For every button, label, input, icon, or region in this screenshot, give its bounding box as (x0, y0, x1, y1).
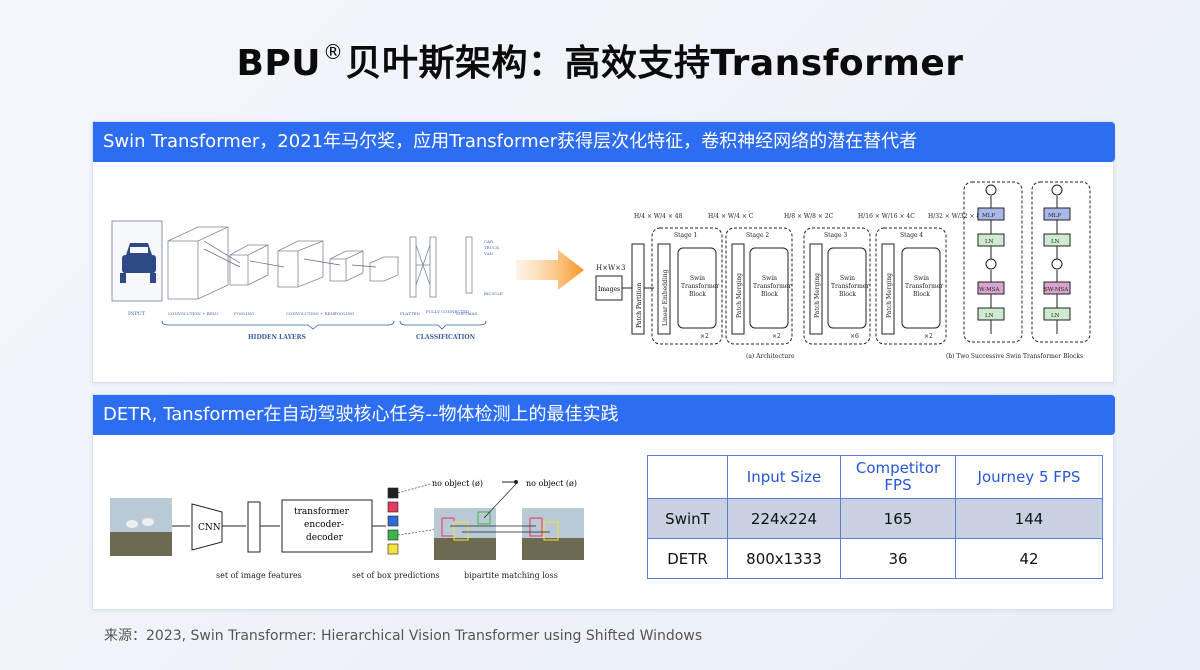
hidden-layers-label: HIDDEN LAYERS (248, 334, 306, 341)
table-row: SwinT 224x224 165 144 (647, 498, 1103, 539)
cnn-class-label: CAR (484, 239, 494, 244)
ln-label: LN (1051, 313, 1060, 319)
fps-comparison-table: Input Size Competitor FPS Journey 5 FPS … (647, 455, 1103, 579)
repeat-label: ×2 (700, 333, 709, 340)
repeat-label: ×2 (924, 333, 933, 340)
stage-label: Stage 2 (746, 232, 769, 239)
stage-label: Stage 4 (900, 232, 923, 239)
cnn-class-label: BICYCLE (484, 291, 503, 296)
table-cell: SwinT (647, 498, 728, 539)
mlp-label: MLP (982, 213, 995, 219)
svg-text:Transformer: Transformer (905, 283, 943, 290)
patch-merging-label: Patch Merging (736, 273, 743, 318)
cnn-diagram: INPUT CONVOLUTION + RELU POOLING CONVOLU… (111, 220, 503, 341)
mlp-label: MLP (1048, 213, 1061, 219)
ln-label: LN (1051, 239, 1060, 245)
stage-label: Stage 1 (674, 232, 697, 239)
input-dims-label: H×W×3 (596, 264, 625, 272)
svg-text:Swin: Swin (840, 275, 855, 282)
table-header-cell (647, 455, 728, 499)
svg-text:encoder-: encoder- (304, 520, 344, 530)
svg-text:Transformer: Transformer (831, 283, 869, 290)
table-cell: 165 (840, 498, 956, 539)
svg-text:Block: Block (913, 291, 930, 298)
svg-text:Transformer: Transformer (753, 283, 791, 290)
table-cell: 144 (955, 498, 1103, 539)
detr-diagram: CNN transformer encoder- decoder no obje… (110, 479, 584, 580)
table-header-row: Input Size Competitor FPS Journey 5 FPS (647, 455, 1103, 499)
cnn-class-label: VAN (483, 251, 494, 256)
patch-merging-label: Patch Merging (814, 273, 821, 318)
dim-label: H/8 × W/8 × 2C (784, 213, 834, 220)
dim-label: H/32 × W/32 × 8C (928, 213, 985, 220)
table-row: DETR 800x1333 36 42 (647, 538, 1103, 579)
ln-label: LN (985, 239, 994, 245)
svg-text:Block: Block (689, 291, 706, 298)
page-title: BPU®贝叶斯架构：高效支持Transformer (236, 40, 964, 84)
ln-label: LN (985, 313, 994, 319)
wmsa-label: W-MSA (979, 287, 1001, 293)
svg-text:Swin: Swin (914, 275, 929, 282)
svg-text:Block: Block (761, 291, 778, 298)
cnn-class-label: TRUCK (484, 245, 500, 250)
cnn-layer-label: POOLING (234, 311, 254, 316)
repeat-label: ×2 (772, 333, 781, 340)
patch-partition-label: Patch Partition (636, 283, 643, 328)
cnn-layer-label: FULLY CONNECTED (426, 309, 469, 314)
dim-label: H/16 × W/16 × 4C (858, 213, 915, 220)
features-caption: set of image features (216, 571, 302, 580)
matched-photo-right (522, 508, 584, 560)
predictions-caption: set of box predictions (352, 571, 440, 580)
svg-text:transformer: transformer (294, 507, 350, 517)
svg-text:Swin: Swin (690, 275, 705, 282)
table-cell: 36 (840, 538, 956, 579)
arrow-right-icon (516, 250, 584, 290)
table-header-cell: Input Size (727, 455, 841, 499)
cnn-input-label: INPUT (128, 311, 146, 317)
svg-text:Block: Block (839, 291, 856, 298)
svg-text:Transformer: Transformer (681, 283, 719, 290)
no-object-label: no object (ø) (432, 479, 483, 488)
cnn-layer-label: CONVOLUTION + RELU (286, 311, 337, 316)
no-object-label: no object (ø) (526, 479, 577, 488)
svg-text:decoder: decoder (306, 533, 344, 543)
cnn-layer-label: FLATTEN (400, 311, 420, 316)
matched-photo-left (434, 508, 496, 560)
patch-merging-label: Patch Merging (886, 273, 893, 318)
table-cell: 42 (955, 538, 1103, 579)
cnn-layer-label: CONVOLUTION + RELU (168, 311, 219, 316)
stage-label: Stage 3 (824, 232, 847, 239)
caption-architecture: (a) Architecture (746, 353, 795, 360)
classification-label: CLASSIFICATION (416, 334, 476, 341)
dim-label: H/4 × W/4 × C (708, 213, 754, 220)
cnn-layer-label: POOLING (334, 311, 354, 316)
input-photo (110, 498, 172, 556)
table-header-cell: Journey 5 FPS (955, 455, 1103, 499)
table-header-cell: Competitor FPS (840, 455, 956, 499)
cnn-label: CNN (198, 523, 221, 533)
table-cell: DETR (647, 538, 728, 579)
matching-caption: bipartite matching loss (464, 571, 558, 580)
detr-section-header: DETR, Tansformer在自动驾驶核心任务--物体检测上的最佳实践 (93, 395, 1115, 435)
swin-section: Swin Transformer，2021年马尔奖，应用Transformer获… (92, 121, 1115, 383)
car-icon (120, 243, 156, 283)
linear-embedding-label: Linear Embedding (662, 269, 669, 326)
cnn-layer-label: SOFTMAX (456, 311, 477, 316)
caption-swin-blocks: (b) Two Successive Swin Transformer Bloc… (946, 353, 1083, 360)
swmsa-label: SW-MSA (1044, 287, 1069, 293)
svg-text:Swin: Swin (762, 275, 777, 282)
table-cell: 224x224 (727, 498, 841, 539)
swin-architecture-diagram: H/4 × W/4 × 48 H/4 × W/4 × C H/8 × W/8 ×… (595, 181, 1091, 360)
source-footnote: 来源：2023, Swin Transformer: Hierarchical … (104, 628, 703, 644)
images-label: Images (598, 286, 620, 293)
dim-label: H/4 × W/4 × 48 (634, 213, 683, 220)
repeat-label: ×6 (850, 333, 859, 340)
swin-section-header: Swin Transformer，2021年马尔奖，应用Transformer获… (93, 122, 1115, 162)
table-cell: 800x1333 (727, 538, 841, 579)
